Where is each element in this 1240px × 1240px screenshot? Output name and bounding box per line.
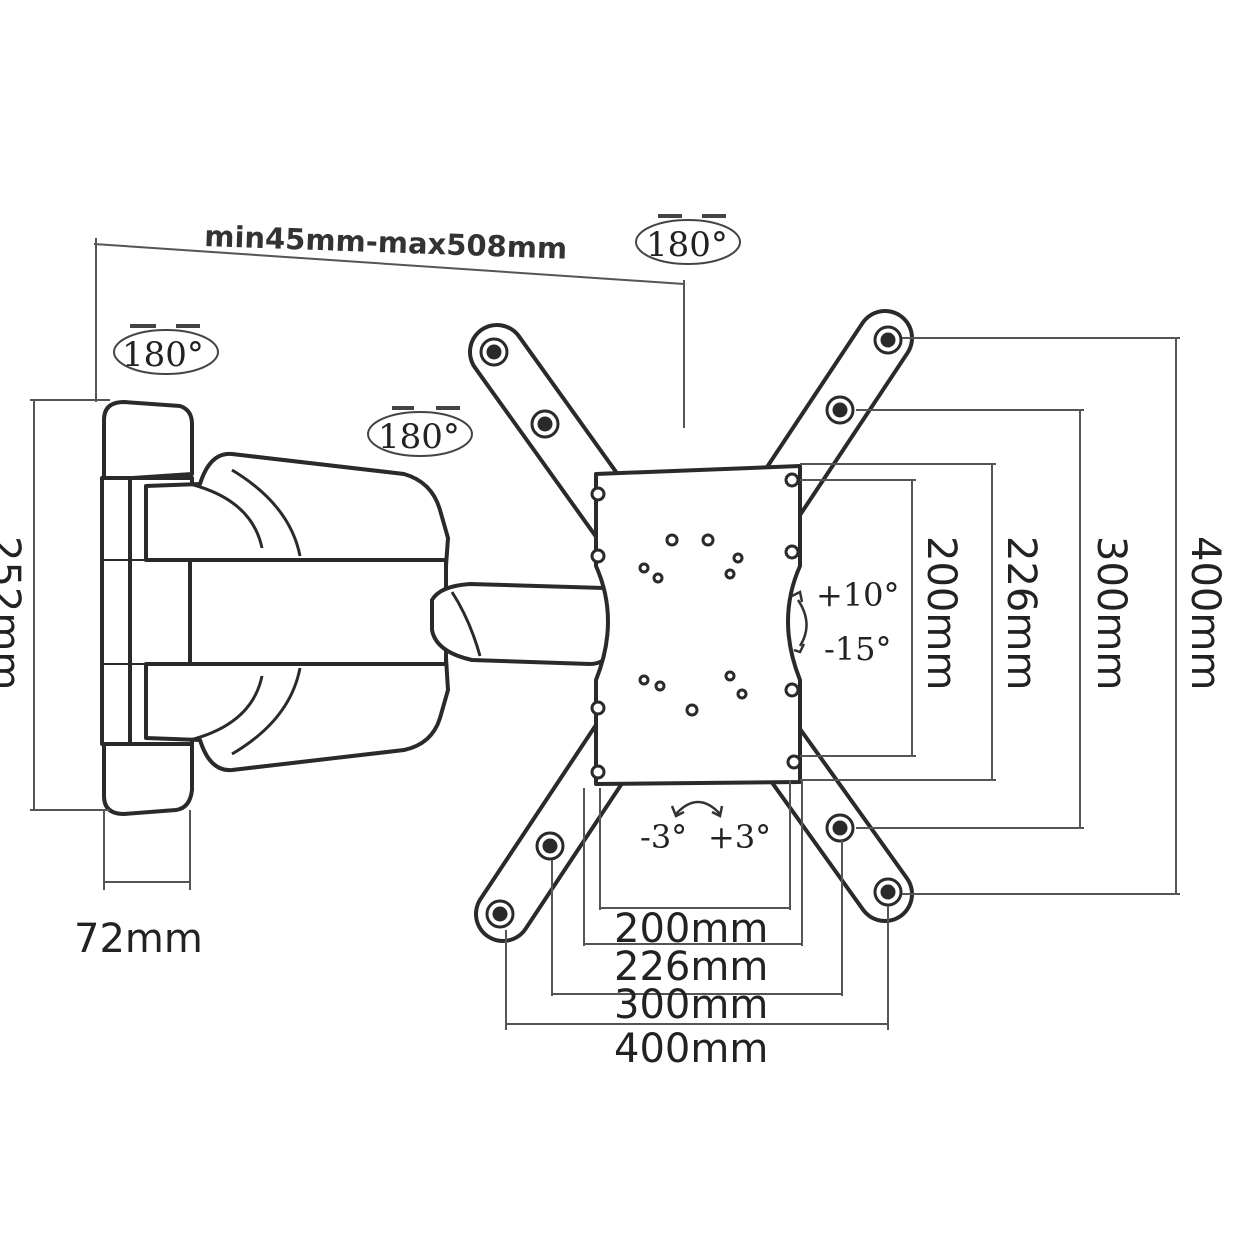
mounting-holes	[479, 325, 903, 929]
dimension-lines	[30, 238, 1180, 1030]
wall-plate-width-label: 72mm	[74, 916, 203, 962]
vesa-v-200-label: 200mm	[918, 536, 964, 690]
plate-holes	[590, 472, 802, 780]
rotation-label-1: 180°	[122, 335, 204, 375]
arm-extension-label: min45mm-max508mm	[204, 219, 568, 266]
vesa-v-226-label: 226mm	[998, 536, 1044, 690]
swivel-left-label: -3°	[640, 818, 687, 856]
wall-plate	[100, 400, 194, 816]
tilt-arrows	[670, 590, 808, 818]
vesa-v-300-label: 300mm	[1088, 536, 1134, 690]
vesa-h-300-label: 300mm	[614, 982, 768, 1028]
swivel-right-label: +3°	[708, 818, 771, 856]
vesa-h-226-label: 226mm	[614, 944, 768, 990]
wall-plate-height-label: 252mm	[0, 536, 28, 690]
rotation-label-3: 180°	[646, 225, 728, 265]
rotation-markers	[113, 214, 741, 457]
tilt-up-label: +10°	[816, 576, 900, 614]
center-plate	[594, 464, 802, 786]
swing-arm	[144, 451, 617, 773]
vesa-h-200-label: 200mm	[614, 906, 768, 952]
vesa-v-400-label: 400mm	[1182, 536, 1228, 690]
tilt-down-label: -15°	[824, 630, 892, 668]
rotation-label-2: 180°	[378, 417, 460, 457]
vesa-h-400-label: 400mm	[614, 1026, 768, 1072]
